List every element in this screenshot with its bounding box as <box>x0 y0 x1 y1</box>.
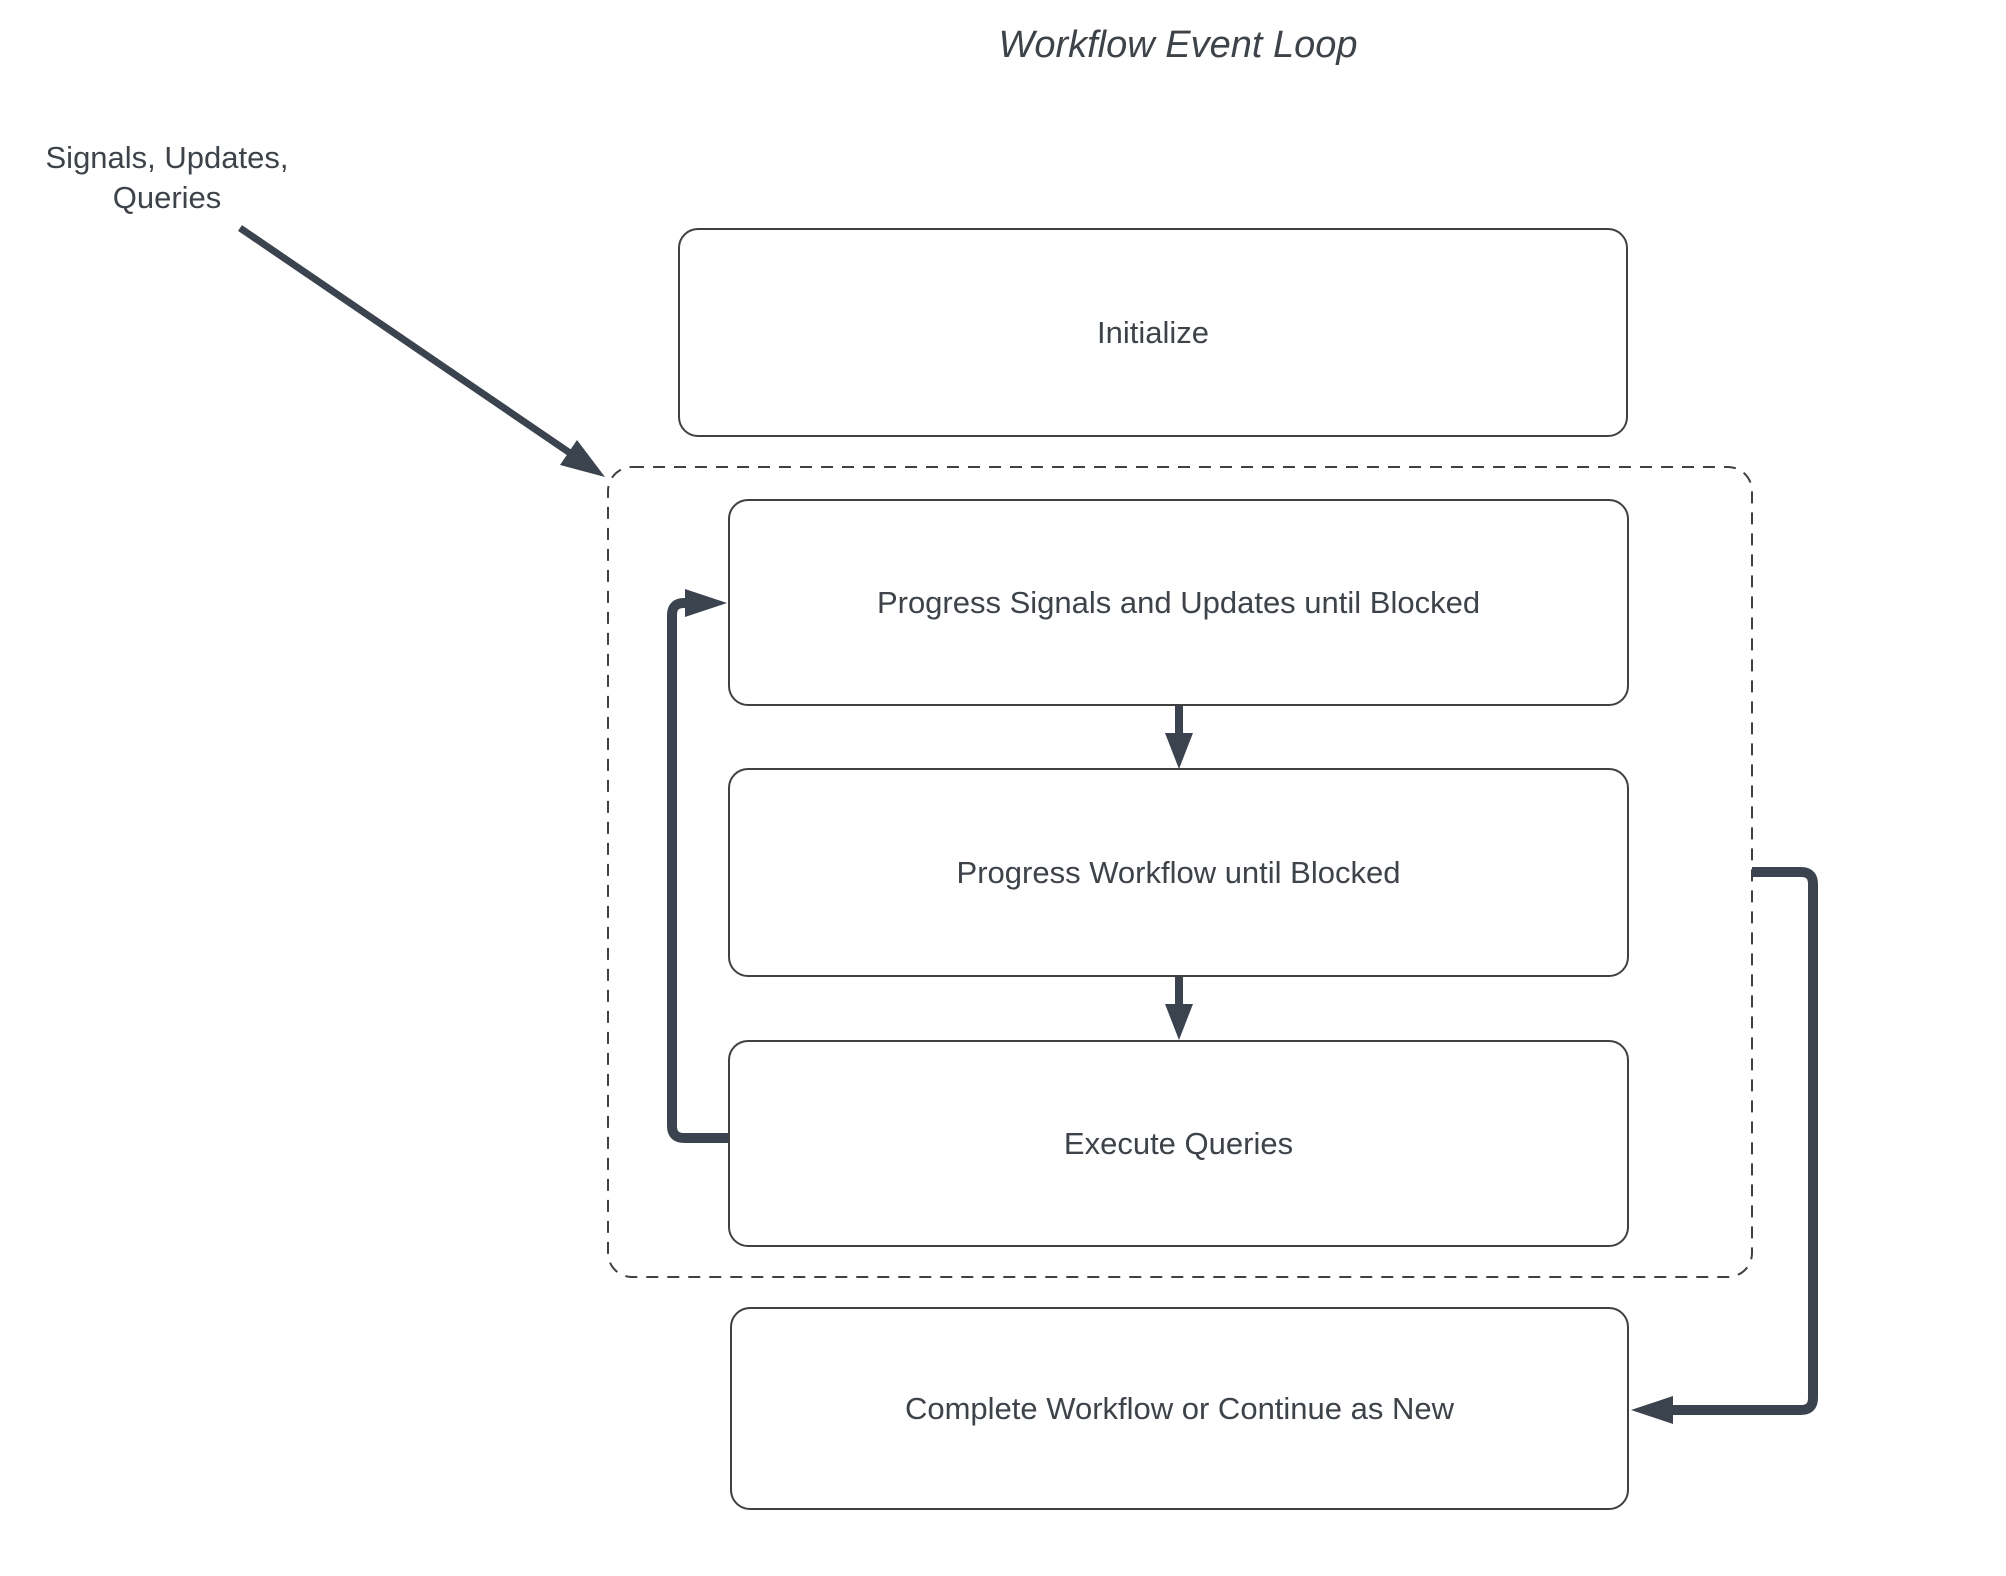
arrow-workflow-to-queries-head-icon <box>1165 1004 1193 1040</box>
signals-updates-queries-label: Signals, Updates, Queries <box>45 140 289 216</box>
node-complete-workflow-label: Complete Workflow or Continue as New <box>904 1390 1455 1426</box>
diagram-title: Workflow Event Loop <box>998 24 1358 66</box>
node-progress-signals-label: Progress Signals and Updates until Block… <box>876 584 1481 620</box>
exit-arrow-head-icon <box>1631 1396 1673 1424</box>
node-execute-queries-label: Execute Queries <box>1063 1125 1294 1161</box>
node-initialize-label: Initialize <box>1097 314 1209 350</box>
exit-connector-line <box>1673 867 1818 1415</box>
signals-input-arrow-head-icon <box>560 440 605 477</box>
arrow-signals-to-workflow-head-icon <box>1165 733 1193 769</box>
loop-back-connector-line <box>667 598 728 1143</box>
node-initialize: Initialize <box>678 228 1628 437</box>
loop-back-arrow-head-icon <box>685 589 727 617</box>
signals-input-arrow-line <box>238 225 572 456</box>
node-execute-queries: Execute Queries <box>728 1040 1629 1247</box>
node-progress-signals-and-updates: Progress Signals and Updates until Block… <box>728 499 1629 706</box>
node-progress-workflow-label: Progress Workflow until Blocked <box>956 854 1401 890</box>
node-progress-workflow: Progress Workflow until Blocked <box>728 768 1629 977</box>
node-complete-workflow: Complete Workflow or Continue as New <box>730 1307 1629 1510</box>
